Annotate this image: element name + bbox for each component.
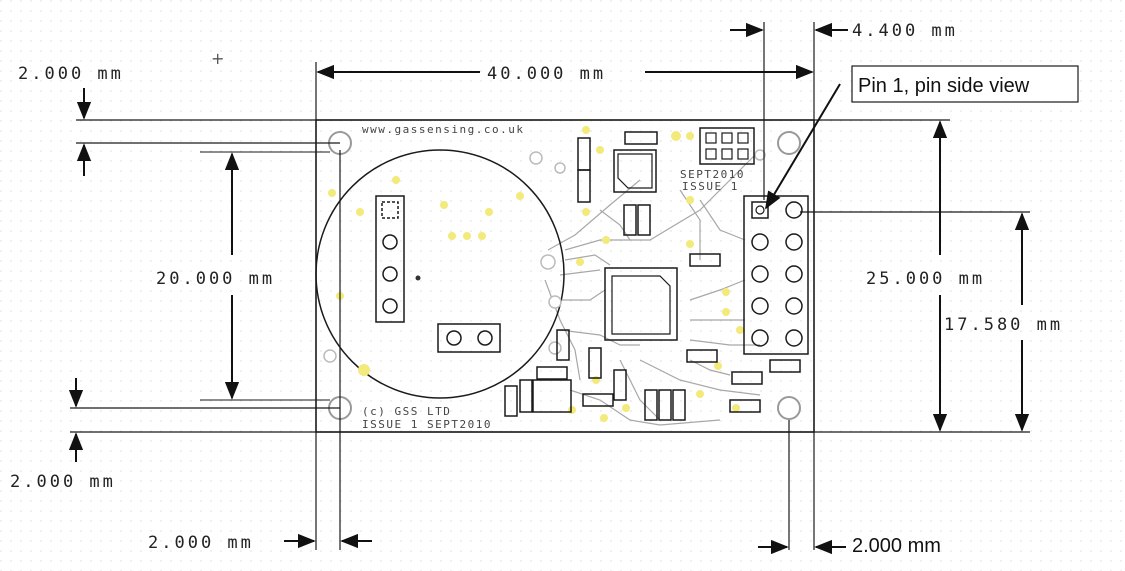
dim-hole-right-label: 2.000 mm (852, 535, 941, 557)
dim-width-label: 40.000 mm (487, 64, 606, 84)
silk-rev-issue: ISSUE 1 (682, 180, 739, 193)
dim-hole-top-label: 2.000 mm (18, 64, 124, 84)
silk-maker: (c) GSS LTD (362, 405, 451, 418)
mounting-hole (777, 131, 801, 155)
dim-height-label: 25.000 mm (866, 269, 985, 289)
pin-1-square (751, 201, 769, 219)
dim-hole-left-label: 2.000 mm (148, 533, 254, 553)
small-ic (613, 149, 657, 193)
two-pin-connector (437, 323, 501, 353)
pcb-pads-yellow (328, 126, 744, 422)
dim-hole-spacing-label: 20.000 mm (156, 269, 275, 289)
sensor-header (375, 195, 421, 323)
pin1-callout: Pin 1, pin side view (851, 65, 1079, 103)
dim-pin-span-label: 17.580 mm (944, 315, 1063, 335)
smd-components (504, 131, 801, 421)
dimension-arrows (68, 22, 1030, 555)
dimension-lines (70, 22, 1030, 550)
silk-issue: ISSUE 1 SEPT2010 (362, 418, 492, 431)
pin1-callout-label: Pin 1, pin side view (858, 75, 1030, 97)
dim-header-offset-label: 4.400 mm (852, 21, 958, 41)
programming-header (699, 127, 755, 165)
pcb-vias (323, 149, 766, 363)
dim-hole-bottom-label: 2.000 mm (10, 472, 116, 492)
silk-website: www.gassensing.co.uk (362, 123, 524, 136)
silk-rev-date: SEPT2010 (680, 168, 745, 181)
main-ic (604, 267, 678, 341)
crosshair-icon: + (211, 49, 224, 68)
mounting-hole (777, 396, 801, 420)
